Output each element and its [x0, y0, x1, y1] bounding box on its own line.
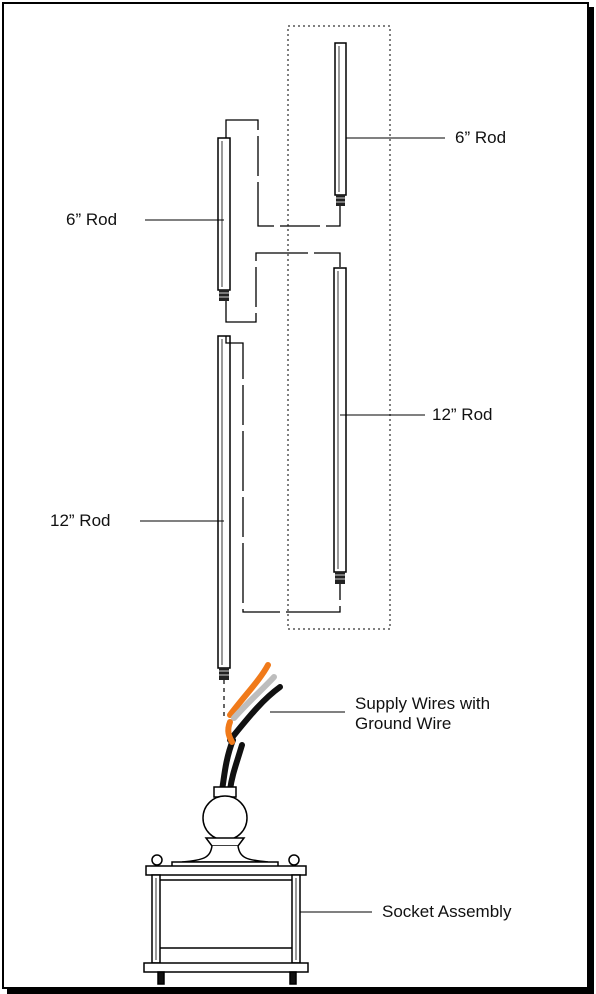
rod-6in-top [334, 42, 347, 206]
label-12in-rod-right: 12” Rod [432, 405, 493, 424]
rod-6in-left [217, 137, 231, 301]
label-6in-rod-left: 6” Rod [66, 210, 118, 229]
label-supply-wires: Supply Wires with Ground Wire [355, 694, 490, 734]
label-12in-rod-left: 12” Rod [50, 511, 111, 530]
connection-paths [225, 119, 341, 613]
label-supply-wires-line2: Ground Wire [355, 714, 452, 733]
label-6in-rod-top: 6” Rod [455, 128, 507, 147]
socket-base [143, 854, 309, 985]
rod-12in-right [333, 267, 347, 584]
rod-12in-left [217, 335, 231, 680]
rod-group-outline [287, 25, 391, 630]
leader-lines [140, 137, 445, 913]
label-supply-wires-line1: Supply Wires with [355, 694, 491, 713]
label-socket-assembly: Socket Assembly [382, 902, 512, 921]
